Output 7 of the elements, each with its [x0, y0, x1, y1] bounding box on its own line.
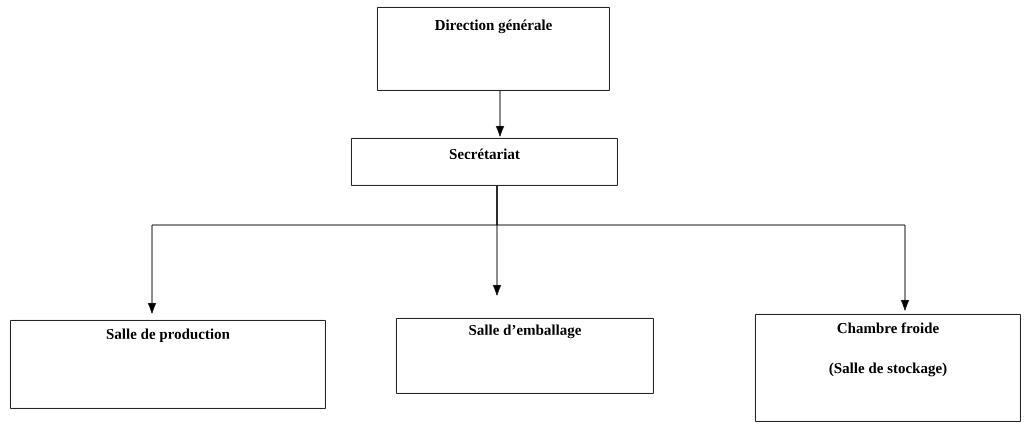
arrow — [495, 90, 505, 137]
arrow — [496, 185, 910, 311]
org-box: Salle de production — [10, 320, 326, 409]
org-box: Direction générale — [377, 7, 610, 91]
org-box: Secrétariat — [351, 138, 618, 186]
org-box: Chambre froide (Salle de stockage) — [755, 314, 1021, 422]
org-box: Salle d’emballage — [396, 318, 654, 394]
